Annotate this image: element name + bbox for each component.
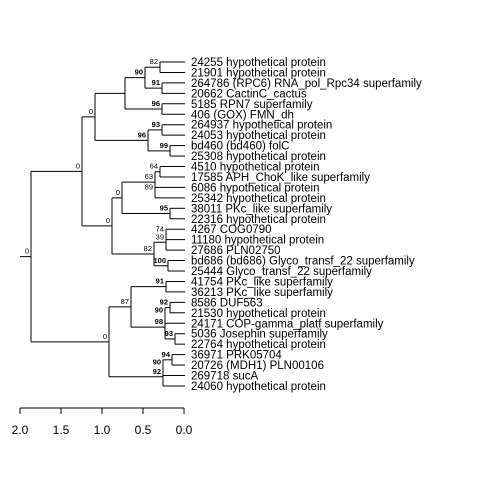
support-value: 91 bbox=[156, 277, 164, 286]
support-value: 96 bbox=[152, 99, 160, 108]
support-value: 93 bbox=[152, 120, 160, 129]
support-value: 82 bbox=[144, 244, 152, 253]
tip-label: bd460 (bd460) folC bbox=[191, 141, 289, 153]
tip-label: 38011 PKc_like superfamily bbox=[191, 203, 332, 215]
support-value: 90 bbox=[155, 305, 163, 314]
support-value: 64 bbox=[150, 162, 158, 171]
support-value: 100 bbox=[153, 256, 166, 265]
support-value: 90 bbox=[135, 68, 143, 77]
tip-label: 41754 PKc_like superfamily bbox=[191, 276, 333, 288]
support-value: 0 bbox=[116, 188, 120, 197]
tip-label: 27686 PLN02750 bbox=[191, 245, 281, 257]
tip-label: 11180 hypothetical protein bbox=[191, 235, 324, 247]
support-value: 0 bbox=[89, 107, 93, 116]
tip-label: 8586 DUF563 bbox=[191, 297, 263, 309]
support-value: 94 bbox=[162, 350, 171, 359]
support-value: 92 bbox=[160, 298, 168, 307]
axis-tick-label: 1.0 bbox=[94, 423, 111, 437]
tip-label: 24255 hypothetical protein bbox=[191, 57, 326, 69]
support-value: 96 bbox=[138, 130, 146, 139]
support-value: 82 bbox=[150, 57, 158, 66]
support-value: 91 bbox=[152, 78, 160, 87]
tip-label: 4510 hypothetical protein bbox=[191, 162, 320, 174]
support-value: 0 bbox=[25, 247, 29, 256]
support-value: 39 bbox=[156, 232, 164, 241]
tip-label: 22316 hypothetical protein bbox=[191, 214, 326, 226]
tip-label: 36213 PKc_like superfamily bbox=[191, 287, 333, 299]
support-value: 63 bbox=[145, 172, 153, 181]
tip-label: 24171 COP-gamma_platf superfamily bbox=[191, 318, 384, 330]
tree-branches bbox=[20, 61, 185, 387]
axis-tick-label: 2.0 bbox=[12, 423, 29, 437]
support-value: 93 bbox=[165, 329, 173, 338]
tip-label: bd686 (bd686) Glyco_transf_22 superfamil… bbox=[191, 256, 415, 268]
tip-label: 406 (GOX) FMN_dh bbox=[191, 109, 294, 121]
tip-label: 22764 hypothetical protein bbox=[191, 339, 326, 351]
support-value: 74 bbox=[156, 224, 164, 233]
support-value: 92 bbox=[153, 367, 161, 376]
tip-label: 21530 hypothetical protein bbox=[191, 308, 326, 320]
support-value: 95 bbox=[160, 204, 168, 213]
tip-label: 264937 hypothetical protein bbox=[191, 120, 332, 132]
support-value: 89 bbox=[145, 183, 153, 192]
tip-label: 5185 RPN7 superfamily bbox=[191, 99, 313, 111]
support-value: 0 bbox=[76, 161, 80, 170]
support-value: 99 bbox=[160, 141, 168, 150]
support-value: 90 bbox=[153, 358, 161, 367]
support-value: 98 bbox=[155, 317, 163, 326]
tip-label: 24053 hypothetical protein bbox=[191, 130, 326, 142]
tip-label: 20726 (MDH1) PLN00106 bbox=[191, 360, 324, 372]
support-value: 0 bbox=[103, 332, 107, 341]
tip-label: 5036 Josephin superfamily bbox=[191, 329, 328, 341]
tip-label: 25308 hypothetical protein bbox=[191, 151, 326, 163]
tip-label: 36971 PRK05704 bbox=[191, 350, 282, 362]
tip-label: 21901 hypothetical protein bbox=[191, 67, 326, 79]
tip-label: 17585 APH_ChoK_like superfamily bbox=[191, 172, 370, 184]
tip-label: 264786 (RPC6) RNA_pol_Rpc34 superfamily bbox=[191, 78, 422, 90]
axis-tick-label: 0.0 bbox=[176, 423, 193, 437]
tip-label: 20662 CactinC_cactus bbox=[191, 88, 307, 100]
support-values: 8291909693999606489639507439100820091929… bbox=[25, 57, 173, 376]
tip-label: 4267 COG0790 bbox=[191, 224, 272, 236]
support-value: 87 bbox=[121, 297, 129, 306]
tip-label: 6086 hypothetical protein bbox=[191, 182, 320, 194]
scale-axis: 2.0 1.5 1.0 0.5 0.0 bbox=[12, 407, 193, 437]
support-value: 0 bbox=[106, 216, 110, 225]
tip-label: 24060 hypothetical protein bbox=[191, 381, 326, 393]
tip-label: 25444 Glyco_transf_22 superfamily bbox=[191, 266, 372, 278]
tip-label: 25342 hypothetical protein bbox=[191, 193, 326, 205]
axis-tick-label: 0.5 bbox=[135, 423, 152, 437]
tip-label: 269718 sucA bbox=[191, 371, 258, 383]
axis-tick-label: 1.5 bbox=[53, 423, 70, 437]
